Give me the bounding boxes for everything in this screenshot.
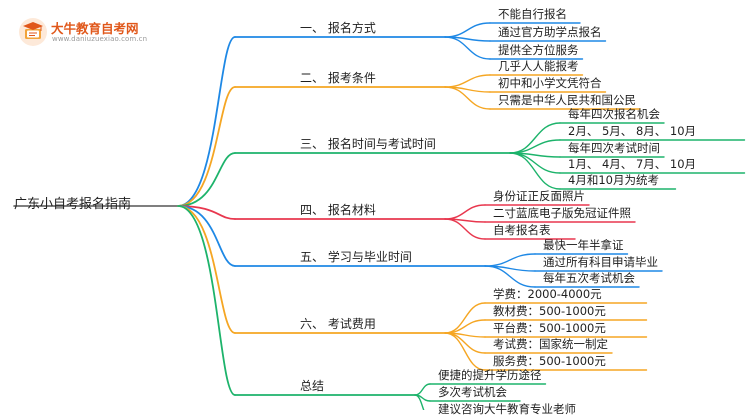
leaf-connector-3-1 [509,122,561,154]
leaf-connector-6-2 [444,319,486,334]
branch-label-2: 二、 报考条件 [300,71,376,85]
leaf-label-5-3: 每年五次考试机会 [543,271,635,285]
leaf-label-6-3: 平台费：500-1000元 [493,321,606,335]
leaf-connector-7-1 [414,383,431,396]
branch-connector-7 [177,205,236,396]
leaf-label-3-2: 2月、 5月、 8月、 10月 [568,124,697,138]
leaf-label-6-1: 学费：2000-4000元 [493,287,602,301]
leaf-connector-3-2 [509,139,561,154]
leaf-label-3-3: 每年四次考试时间 [568,141,660,155]
branch-label-5: 五、 学习与毕业时间 [300,250,412,264]
leaf-connector-4-1 [444,204,486,220]
branch-connector-3 [177,152,236,207]
leaf-connector-6-4 [444,332,486,354]
leaf-label-5-2: 通过所有科目申请毕业 [543,255,658,269]
branch-connector-2 [177,86,236,207]
brand-name: 大牛教育自考网 [51,21,139,36]
leaf-label-6-4: 考试费：国家统一制定 [493,337,608,351]
leaf-connector-7-3 [414,394,425,410]
leaf-label-2-1: 几乎人人能报考 [498,59,579,73]
leaf-label-4-3: 自考报名表 [493,223,551,237]
leaf-label-6-2: 教材费：500-1000元 [493,304,606,318]
leaf-label-2-2: 初中和小学文凭符合 [498,76,602,90]
leaf-label-3-4: 1月、 4月、 7月、 10月 [568,157,697,171]
leaf-connector-2-1 [444,74,491,88]
branch-connector-1 [177,36,236,207]
leaf-connector-5-3 [484,265,536,288]
leaf-label-7-2: 多次考试机会 [438,385,507,399]
brand-url: www.daniuzuexiao.com.cn [52,35,148,43]
leaf-connector-2-3 [444,86,491,110]
leaf-connector-6-5 [444,332,486,371]
leaf-connector-4-3 [444,218,486,240]
leaf-connector-1-3 [444,36,491,60]
graduation-book-icon [19,18,47,46]
branch-label-3: 三、 报名时间与考试时间 [300,137,436,151]
leaf-connector-6-1 [444,302,486,334]
leaf-label-3-5: 4月和10月为统考 [568,173,659,187]
root-topic: 广东小自考报名指南 [14,197,132,212]
branch-label-4: 四、 报名材料 [300,203,376,217]
leaf-label-4-2: 二寸蓝底电子版免冠证件照 [493,206,631,220]
leaf-label-1-2: 通过官方助学点报名 [498,25,602,39]
leaf-label-6-5: 服务费：500-1000元 [493,354,606,368]
branch-label-7: 总结 [300,379,325,393]
branch-label-6: 六、 考试费用 [300,317,376,331]
leaf-label-5-1: 最快一年半拿证 [543,238,624,252]
leaf-label-3-1: 每年四次报名机会 [568,107,660,121]
leaf-connector-5-1 [484,253,536,267]
branch-connector-4 [177,205,236,220]
leaf-label-1-3: 提供全方位服务 [498,43,579,57]
branch-connector-6 [177,205,236,334]
branch-label-1: 一、 报名方式 [300,21,376,35]
leaf-connector-1-1 [444,22,491,38]
leaf-label-1-1: 不能自行报名 [498,7,567,21]
leaf-connector-3-5 [509,152,561,190]
branch-connector-5 [177,205,236,267]
brand-logo: 大牛教育自考网 www.daniuzuexiao.com.cn [18,17,148,47]
leaf-label-7-1: 便捷的提升学历途径 [438,368,542,382]
leaf-label-4-1: 身份证正反面照片 [493,189,585,203]
leaf-label-2-3: 只需是中华人民共和国公民 [498,93,636,107]
leaf-label-7-3: 建议咨询大牛教育专业老师 [438,402,576,416]
